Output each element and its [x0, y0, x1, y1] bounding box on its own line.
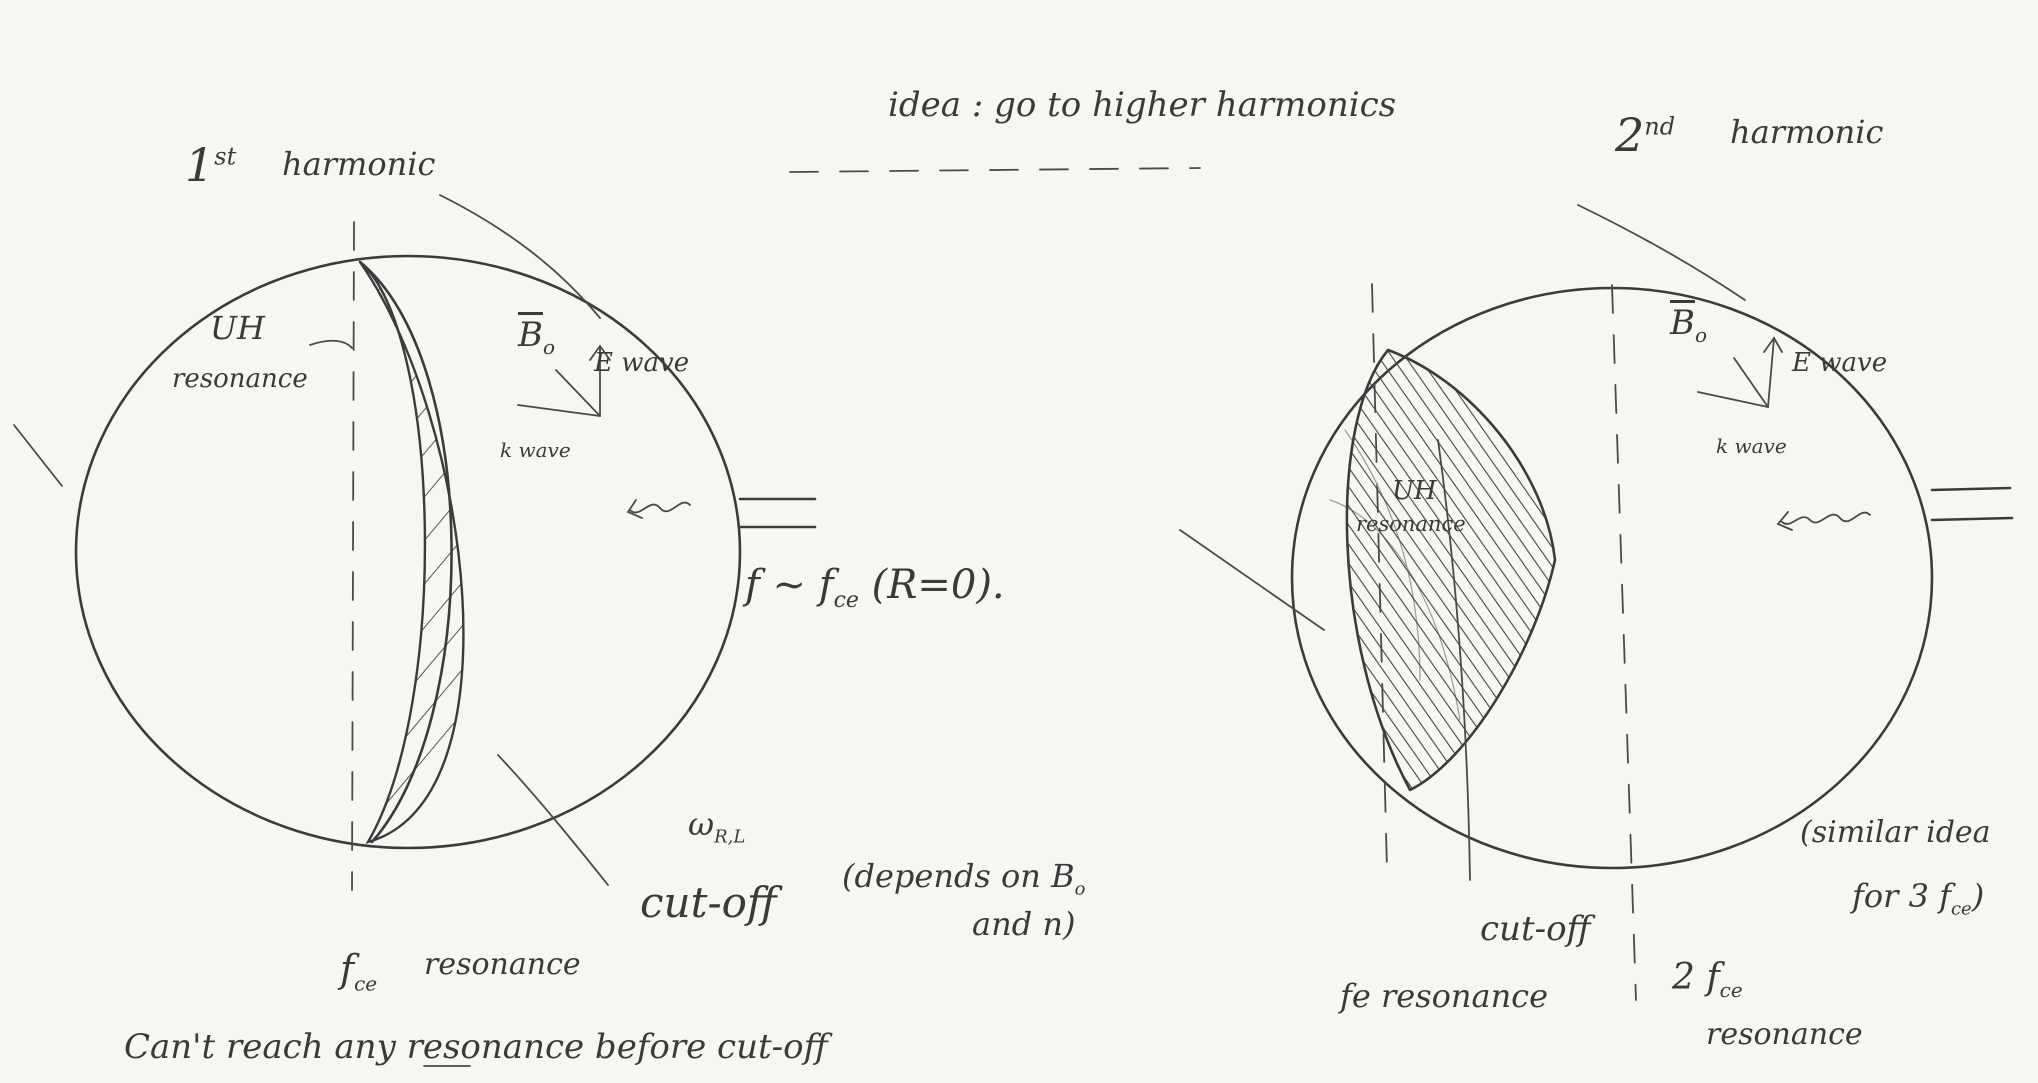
left-edge-tick: [14, 425, 62, 486]
left-k-vector: [518, 405, 600, 416]
right-similar-label-2: for 3 fce): [1852, 880, 1984, 918]
left-fce-label: fce: [340, 950, 377, 994]
left-harmonic-num: 1: [185, 138, 214, 192]
left-b0-text: B: [518, 315, 543, 355]
left-omega-sub: R,L: [714, 826, 745, 847]
right-cutoff-label: cut-off: [1480, 912, 1591, 946]
left-omega-text: ω: [688, 805, 714, 843]
idea-underline: [790, 168, 1200, 172]
right-similar-sub: ce: [1951, 898, 1972, 919]
bottom-note: Can't reach any resonance before cut-off: [124, 1030, 828, 1064]
bottom-note-any: any: [334, 1027, 395, 1067]
right-similar-tail: ): [1972, 877, 1984, 915]
right-e-wave-label: E wave: [1792, 350, 1887, 376]
bottom-note-part-1: Can't reach: [124, 1027, 334, 1067]
right-uh-label-2: resonance: [1356, 514, 1466, 535]
right-similar-text: for 3 f: [1852, 877, 1951, 915]
right-harmonic-pointer: [1578, 205, 1745, 300]
left-harmonic-sup: st: [214, 143, 236, 171]
left-approx-tail: (R=0).: [872, 562, 1005, 608]
right-k-vector: [1698, 392, 1768, 407]
right-fe-resonance-label: fe resonance: [1340, 980, 1548, 1012]
right-2fce-text: 2 f: [1672, 957, 1720, 998]
right-similar-label-1: (similar idea: [1800, 818, 1991, 848]
left-fce-sub: ce: [354, 972, 377, 996]
right-equals-bottom: [1932, 518, 2012, 520]
left-approx-sub: ce: [834, 588, 859, 613]
left-omega-label: ωR,L: [688, 808, 745, 846]
left-uh-label-1: UH: [210, 312, 265, 344]
left-b0-label: Bo: [518, 318, 555, 357]
left-fce-text: f: [340, 947, 354, 991]
right-harmonic-sup: nd: [1644, 113, 1675, 141]
right-harmonic-word: harmonic: [1730, 116, 1883, 148]
left-cutoff-label: cut-off: [640, 882, 777, 924]
left-depends-label-2: and n): [972, 908, 1075, 940]
idea-text: idea : go to higher harmonics: [888, 88, 1396, 122]
left-cutoff-pointer: [498, 755, 608, 885]
right-uh-label-1: UH: [1392, 478, 1437, 504]
right-2fce-label-2: resonance: [1706, 1020, 1863, 1050]
right-wave-squiggle: [1778, 512, 1870, 530]
right-b0-label: Bo: [1670, 306, 1707, 345]
bottom-note-part-3: resonance before cut-off: [396, 1027, 828, 1067]
right-e-vector: [1768, 338, 1774, 407]
left-harmonic-label: 1st: [185, 142, 236, 188]
left-harmonic-word: harmonic: [282, 148, 435, 180]
right-uh-pointer: [1180, 530, 1324, 630]
left-depends-sub: o: [1075, 878, 1086, 899]
left-depends-label-1: (depends on Bo: [842, 860, 1085, 898]
left-depends-text: (depends on B: [842, 857, 1075, 895]
left-uh-label-2: resonance: [172, 366, 308, 392]
left-k-wave-label: k wave: [500, 440, 571, 460]
right-2fce-resonance-line: [1612, 285, 1636, 1000]
left-harmonic-pointer: [440, 195, 600, 318]
left-fce-word: resonance: [424, 950, 581, 980]
left-b0-sub: o: [543, 335, 555, 359]
right-b0-sub: o: [1695, 323, 1707, 347]
right-2fce-sub: ce: [1720, 978, 1743, 1002]
left-approx-label: f ~ fce (R=0).: [745, 565, 1005, 612]
left-sphere-group: [14, 195, 815, 1066]
left-fce-resonance-line: [352, 222, 354, 890]
left-hatched-region: [360, 262, 463, 842]
right-b0-vector: [1734, 358, 1768, 407]
right-equals-top: [1932, 488, 2010, 490]
left-approx-text: f ~ f: [745, 562, 834, 608]
left-wave-squiggle: [628, 500, 690, 518]
right-2fce-label-1: 2 fce: [1672, 960, 1743, 1000]
right-harmonic-num: 2: [1615, 108, 1644, 162]
left-e-wave-label: E wave: [594, 350, 689, 376]
left-uh-curl: [310, 341, 352, 348]
right-hatched-region: [1300, 330, 1580, 810]
right-harmonic-label: 2nd: [1615, 112, 1675, 158]
right-k-wave-label: k wave: [1716, 436, 1787, 456]
right-b0-text: B: [1670, 303, 1695, 343]
